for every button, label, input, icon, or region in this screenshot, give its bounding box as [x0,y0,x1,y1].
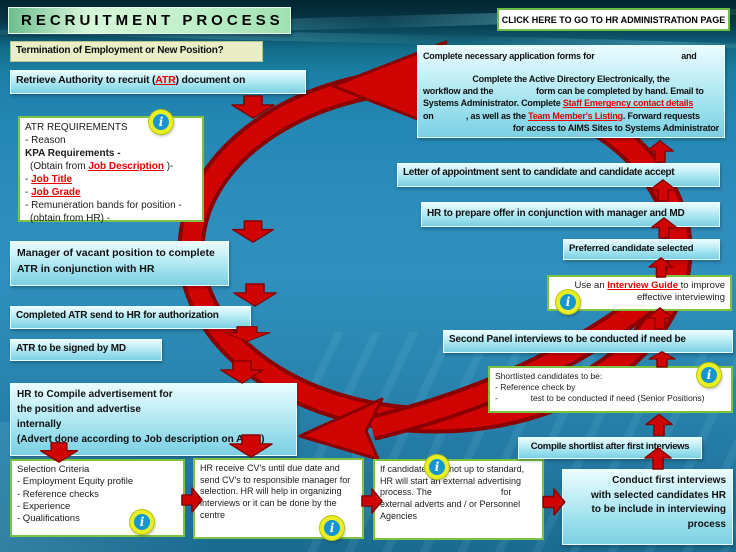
retrieve-atr-box: Retrieve Authority to recruit (ATR) docu… [10,70,306,94]
job-title-link[interactable]: Job Title [31,174,73,185]
atr-requirements-box: ATR REQUIREMENTS - Reason KPA Requiremen… [18,116,204,224]
arrow-up-icon [648,257,674,278]
onboard-spacer [423,62,719,73]
atr-job-title-line: - Job Title [25,173,197,186]
selection-title: Selection Criteria [17,464,90,475]
onboard-line3: workflow and the form can be completed b… [423,85,719,97]
onboard-line4: Systems Administrator. Complete Staff Em… [423,97,719,109]
external-advertising-box: If candidates are not up to standard, HR… [373,459,544,540]
shortlisted-line3-text: test to be conducted if need (Senior Pos… [530,393,705,404]
selection-item: - Employment Equity profile [17,476,134,488]
atr-obtain-pre: (Obtain from [30,161,89,172]
team-members-listing-link[interactable]: Team Member's Listing [528,110,623,121]
arrow-up-icon [644,447,672,470]
arrow-down-icon [223,326,271,342]
arrow-up-icon [646,307,674,330]
selection-item: - Experience [17,501,71,513]
bullet: - [25,174,32,185]
retrieve-text-pre: Retrieve Authority to recruit ( [16,74,156,86]
job-description-link[interactable]: Job Description [88,161,164,172]
arrow-down-icon [231,95,275,119]
conduct-first-interviews-box: Conduct first interviews with selected c… [562,469,733,545]
hr-administration-button[interactable]: CLICK HERE TO GO TO HR ADMINISTRATION PA… [497,8,730,31]
onboard-l5c: . Forward requests [622,110,700,121]
redacted-blank [436,111,466,119]
selection-criteria-box: Selection Criteria - Employment Equity p… [10,459,185,537]
atr-kpa: KPA Requirements - [25,148,121,159]
shortlisted-line3: - test to be conducted if need (Senior P… [495,393,726,404]
shortlisted-line2: - Reference check by [495,382,576,393]
completed-atr-box: Completed ATR send to HR for authorizati… [10,306,251,329]
info-icon-glyph: i [706,368,712,382]
termination-box: Termination of Employment or New Positio… [10,41,263,62]
shortlisted-line1: Shortlisted candidates to be: [495,371,603,381]
arrow-down-icon [39,442,79,463]
arrow-up-icon [649,179,677,202]
arrow-down-icon [220,360,264,384]
atr-obtain-line: (Obtain from Job Description )- [25,160,197,173]
preferred-candidate-box: Preferred candidate selected [563,239,720,260]
atr-reason: - Reason [25,135,66,146]
onboard-line1: Complete necessary application forms for… [423,50,719,62]
info-icon[interactable]: i [149,110,173,134]
selection-item: - Qualifications [17,513,80,525]
bullet: - [25,187,32,198]
atr-job-grade-line: - Job Grade [25,186,197,199]
guide-text-pre: Use an [574,280,608,291]
onboard-l1b: and [681,51,697,61]
redacted-blank [597,51,679,59]
external-text-pre: If candidates are not up to standard, HR… [380,464,525,498]
redacted-blank [434,487,498,495]
compile-shortlist-box: Compile shortlist after first interviews [518,437,702,459]
interview-guide-link[interactable]: Interview Guide [607,280,681,291]
atr-obtain-hr: (obtain from HR) - [30,213,111,224]
page-title: RECRUITMENT PROCESS [8,7,291,34]
selection-item: - Reference checks [17,488,99,500]
atr-obtain-post: )- [163,161,174,172]
atr-title: ATR REQUIREMENTS [25,122,128,133]
onboard-l5a: on [423,110,434,121]
retrieve-text-post: ) document on [175,74,246,86]
onboard-l3a: workflow and the [423,86,494,97]
arrow-up-icon [645,413,673,437]
arrow-right-icon [542,488,566,516]
info-icon-glyph: i [329,521,335,535]
external-text-post: for external adverts and / or Personnel … [380,487,521,521]
arrow-down-icon [232,220,274,243]
onboard-l3b: form can be completed by hand. Email to [535,86,704,97]
atr-remuneration: - Remuneration bands for position - [25,200,182,211]
info-icon-glyph: i [139,515,145,529]
manager-atr-box: Manager of vacant position to complete A… [10,241,229,286]
info-icon-glyph: i [565,295,571,309]
onboarding-forms-box: Complete necessary application forms for… [417,45,725,138]
second-panel-box: Second Panel interviews to be conducted … [443,330,733,353]
atr-link[interactable]: ATR [155,74,176,86]
redacted-blank [496,86,534,94]
info-icon[interactable]: i [556,290,580,314]
info-icon[interactable]: i [697,363,721,387]
onboard-line6: for access to AIMS Sites to Systems Admi… [512,122,719,133]
onboard-line5: on , as well as the Team Member's Listin… [423,110,719,122]
onboard-l1a: Complete necessary application forms for [423,51,595,61]
onboard-l4a: Systems Administrator. Complete [423,98,563,109]
info-icon[interactable]: i [130,510,154,534]
arrow-up-icon [646,140,674,163]
info-icon-glyph: i [158,115,164,129]
arrow-right-icon [181,487,203,513]
arrow-down-icon [233,283,277,307]
job-grade-link[interactable]: Job Grade [31,187,81,198]
arrow-up-icon [650,217,678,239]
shortlisted-dash: - [495,393,498,404]
onboard-l5b: , as well as the [465,110,529,121]
info-icon[interactable]: i [425,455,449,479]
info-icon[interactable]: i [320,516,344,540]
redacted-blank [500,393,528,401]
arrow-right-icon [361,488,383,514]
info-icon-glyph: i [434,460,440,474]
arrow-up-icon [648,351,676,368]
arrow-down-icon [229,434,273,458]
staff-emergency-link[interactable]: Staff Emergency contact details [562,98,694,109]
onboard-line2: Complete the Active Directory Electronic… [472,74,670,85]
atr-signed-md-box: ATR to be signed by MD [10,339,162,361]
